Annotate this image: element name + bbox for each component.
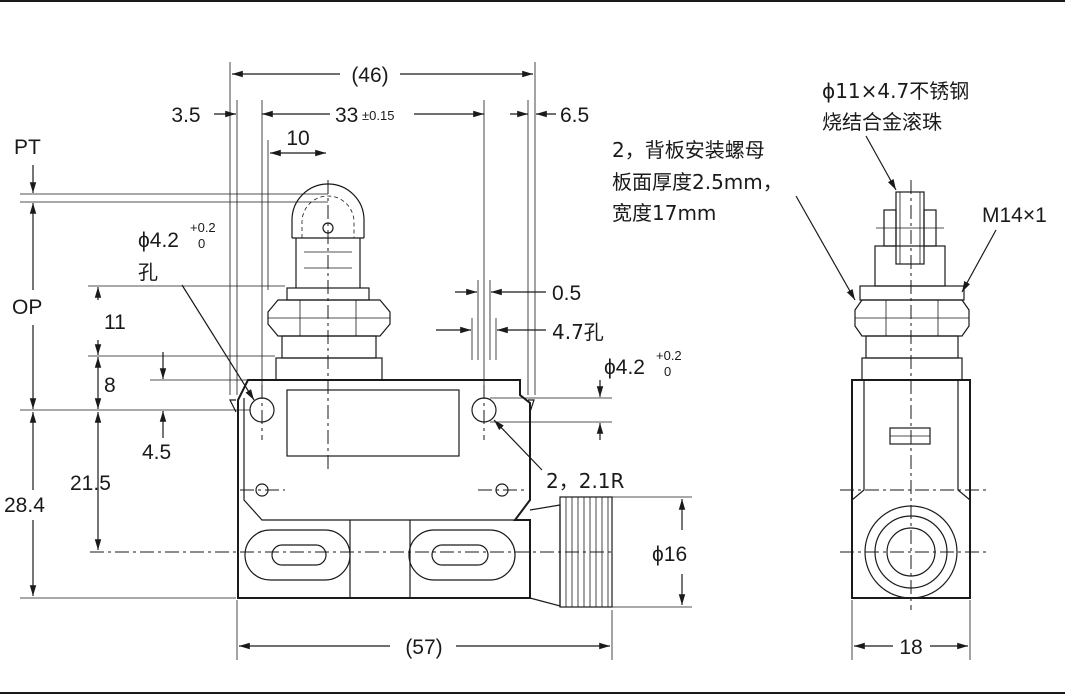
side-view: 18 ϕ11×4.7不锈钢 烧结合金滚珠 2，背板安装螺母 板面厚度2.5mm，… xyxy=(612,79,1047,660)
nut-note-line3: 宽度17mm xyxy=(612,201,716,225)
hole-left-tol-upper: +0.2 xyxy=(190,220,216,235)
dim-hole-pitch-tol: ±0.15 xyxy=(362,108,394,123)
hole-left-dia: ϕ4.2 xyxy=(138,229,179,252)
dim-4-5: 4.5 xyxy=(142,441,171,464)
roller-note-line2: 烧结合金滚珠 xyxy=(822,110,942,134)
label-op: OP xyxy=(12,296,42,319)
label-pt: PT xyxy=(14,136,41,159)
front-nuts xyxy=(267,287,391,381)
front-view: (46) 3.5 33 ±0.15 6.5 10 PT OP ϕ4.2 +0.2… xyxy=(4,62,692,660)
dim-hole-pitch: 33 xyxy=(335,104,358,127)
dim-8: 8 xyxy=(104,374,116,397)
hole-right-tol-upper: +0.2 xyxy=(656,348,682,363)
switch-body xyxy=(229,379,535,599)
dim-left-offset: 3.5 xyxy=(171,104,200,127)
hole-left-tol-lower: 0 xyxy=(198,236,205,251)
label-radius: 2，2.1R xyxy=(546,469,625,493)
nut-note-line1: 2，背板安装螺母 xyxy=(612,138,765,162)
dim-overall-width: (46) xyxy=(351,64,388,87)
hole-right-tol-lower: 0 xyxy=(664,364,671,379)
nut-note-line2: 板面厚度2.5mm， xyxy=(612,170,783,194)
dim-0-5: 0.5 xyxy=(552,282,581,305)
thread-label: M14×1 xyxy=(982,204,1047,227)
roller-note-line1: ϕ11×4.7不锈钢 xyxy=(822,79,969,103)
dim-right-offset: 6.5 xyxy=(560,104,589,127)
dim-roller-offset: 10 xyxy=(286,127,309,150)
dim-4-7-kong: 4.7孔 xyxy=(552,320,604,344)
dim-28-4: 28.4 xyxy=(4,494,45,517)
hole-right-dia: ϕ4.2 xyxy=(604,356,645,379)
dim-21-5: 21.5 xyxy=(70,472,111,495)
hole-left-kong: 孔 xyxy=(138,260,158,284)
dim-side-width: 18 xyxy=(899,636,922,659)
dim-11: 11 xyxy=(104,311,126,334)
dim-bottom-width: (57) xyxy=(405,636,442,659)
dim-nut-dia: ϕ16 xyxy=(652,543,687,566)
